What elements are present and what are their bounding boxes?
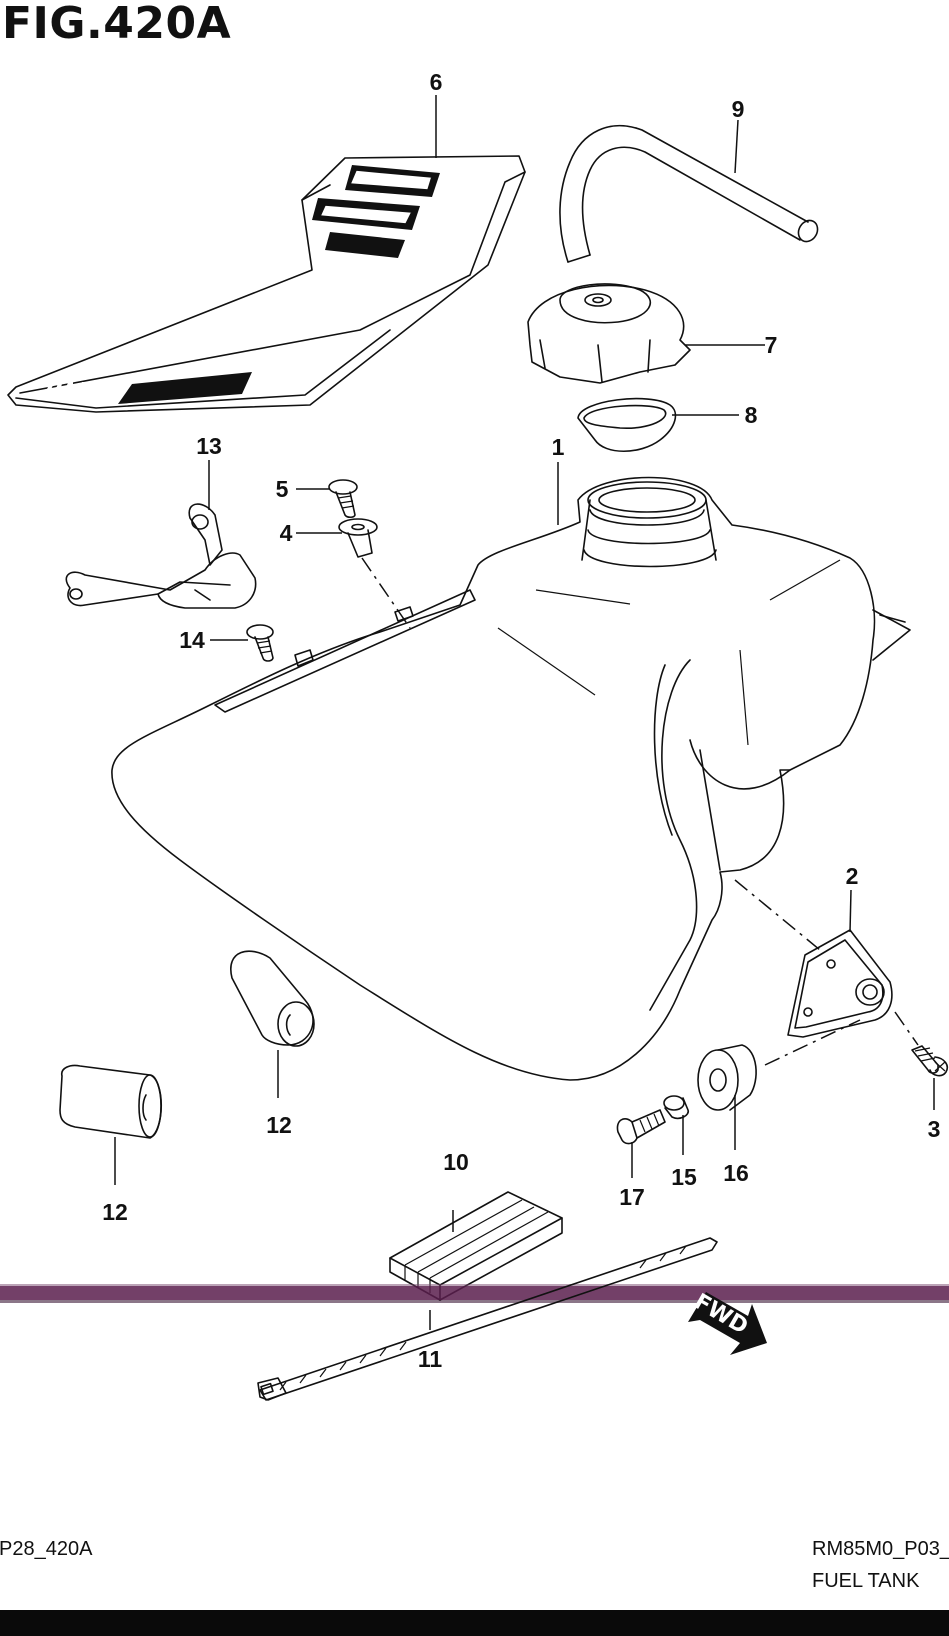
callout-12-lower: 12 [102, 1199, 128, 1225]
callout-11: 11 [418, 1346, 443, 1372]
screw-part-3 [911, 1045, 949, 1077]
leader-lines [114, 95, 935, 1330]
rubber-damper-part-12-lower [59, 1064, 163, 1139]
callout-17: 17 [619, 1184, 645, 1210]
footer-figure-code: P28_420A [0, 1538, 93, 1560]
bracket-part-2 [787, 929, 893, 1038]
bottom-scan-bar [0, 1610, 949, 1636]
callout-7: 7 [765, 332, 778, 358]
tank-shroud-part-6: RM [7, 155, 526, 413]
rubber-damper-part-12-upper [230, 950, 315, 1047]
damper-part-16 [697, 1044, 757, 1111]
fuel-tank-part-1 [111, 476, 911, 1081]
callout-6: 6 [430, 69, 443, 95]
assembly-centerlines [361, 557, 919, 1066]
callout-8: 8 [745, 402, 758, 428]
cap-gasket-part-8 [577, 397, 677, 452]
callout-3: 3 [928, 1116, 941, 1142]
callout-1: 1 [552, 434, 565, 460]
screw-part-14 [246, 624, 274, 662]
collar-part-15 [663, 1095, 690, 1120]
footer-model-code: RM85M0_P03_ [812, 1538, 949, 1560]
callout-5: 5 [276, 476, 289, 502]
callout-12-upper: 12 [266, 1112, 292, 1138]
callout-9: 9 [732, 96, 745, 122]
footer-section-name: FUEL TANK [812, 1570, 920, 1592]
callout-labels: 1 2 3 4 5 6 7 8 9 10 11 12 12 13 14 15 1… [102, 69, 940, 1372]
breather-hose-part-9 [559, 125, 819, 263]
cable-tie-part-11 [257, 1237, 718, 1401]
callout-15: 15 [671, 1164, 697, 1190]
callout-10: 10 [443, 1149, 469, 1175]
scan-artifact-band [0, 1284, 949, 1303]
fuel-cap-part-7 [527, 283, 691, 384]
callout-2: 2 [846, 863, 859, 889]
bolt-part-17 [616, 1109, 666, 1145]
figure-title: FIG.420A [2, 0, 232, 49]
hose-bracket-part-13 [65, 503, 257, 609]
collar-part-4 [338, 518, 378, 558]
callout-14: 14 [179, 627, 205, 653]
rm-logo-text: RM [39, 378, 91, 404]
callout-16: 16 [723, 1160, 749, 1186]
callout-4: 4 [280, 520, 293, 546]
bolt-part-5 [328, 479, 358, 519]
callout-13: 13 [196, 433, 222, 459]
pad-part-10 [389, 1191, 563, 1301]
